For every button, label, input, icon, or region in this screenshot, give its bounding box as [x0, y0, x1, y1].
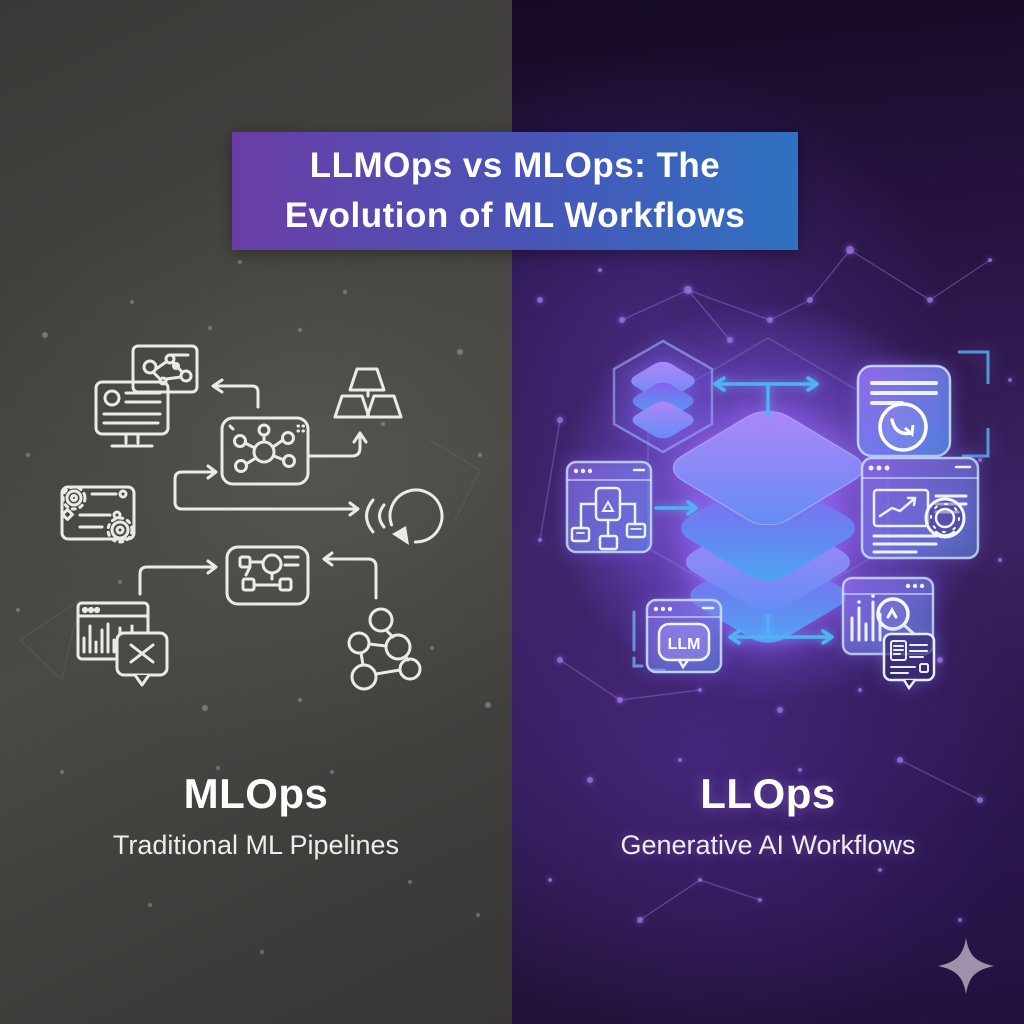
decor-dot [298, 698, 302, 702]
decor-dot [457, 349, 463, 355]
llmops-heading: LLOps [700, 770, 836, 817]
decor-dot [118, 580, 122, 584]
error-speech-bubble-icon [115, 631, 169, 687]
mlops-caption: MLOps Traditional ML Pipelines [0, 770, 512, 861]
decor-dot [978, 458, 982, 462]
decor-dot [937, 657, 943, 663]
decor-dot [798, 768, 802, 772]
decor-dot [619, 317, 625, 323]
llmops-flow-arrows [654, 376, 834, 645]
decor-dot [330, 770, 334, 774]
mlops-illustration [18, 344, 481, 691]
title-line-2: Evolution of ML Workflows [284, 196, 746, 235]
decor-dot [208, 326, 212, 330]
llm-badge-label: LLM [668, 636, 701, 653]
decor-dot [478, 453, 482, 457]
decor-dot [260, 950, 264, 954]
decor-dot [202, 705, 208, 711]
decor-dot [988, 258, 992, 262]
decor-dot [538, 538, 542, 542]
decor-dot [216, 766, 220, 770]
decor-dot [897, 757, 903, 763]
decor-dot [298, 328, 302, 332]
hub-network-card-icon [220, 416, 310, 486]
decor-dot [758, 898, 762, 902]
model-layer-stack-icon [672, 410, 864, 643]
mlops-flow-arrows [138, 378, 378, 600]
decor-dot [60, 770, 64, 774]
decor-dot [430, 646, 434, 650]
metrics-window-icon [860, 456, 980, 560]
decor-dot [858, 688, 862, 692]
decor-dot [927, 297, 933, 303]
decor-dot [678, 758, 682, 762]
gear-config-doc-icon [60, 485, 136, 544]
llm-chat-window-icon: LLM [632, 598, 723, 674]
decor-dot [16, 608, 20, 612]
decor-dot [130, 300, 134, 304]
llmops-caption: LLOps Generative AI Workflows [512, 770, 1024, 861]
decor-dot [777, 707, 783, 713]
ingot-stack-icon [333, 367, 403, 419]
decor-dot [767, 317, 773, 323]
user-flowchart-card-icon [225, 545, 310, 606]
llmops-subheading: Generative AI Workflows [620, 830, 916, 860]
decor-dot [807, 297, 813, 303]
decor-dot [537, 297, 543, 303]
history-card-icon [856, 350, 990, 458]
decor-dot [698, 878, 702, 882]
decor-dot [476, 913, 480, 917]
decor-dot [684, 286, 692, 294]
decor-dot [557, 417, 563, 423]
monitor-chart-icon [94, 380, 170, 448]
decor-dot [998, 558, 1002, 562]
decor-dot [977, 797, 983, 803]
mlops-subheading: Traditional ML Pipelines [112, 830, 400, 860]
decor-dot [548, 878, 552, 882]
decor-dot [42, 332, 48, 338]
decor-dot [598, 268, 602, 272]
decor-dot [617, 697, 623, 703]
decor-dot [343, 290, 347, 294]
decor-dot [381, 422, 385, 426]
decor-dot [408, 880, 412, 884]
title-line-1: LLMOps vs MLOps: The [309, 146, 721, 185]
decor-dot [958, 918, 962, 922]
decor-dot [846, 246, 854, 254]
decor-dot [637, 917, 643, 923]
decor-dot [238, 260, 242, 264]
decor-dot [557, 657, 563, 663]
title-banner: LLMOps vs MLOps: The Evolution of ML Wor… [232, 132, 798, 250]
graph-nodes-icon [347, 607, 422, 691]
decor-dot [878, 868, 882, 872]
mlops-heading: MLOps [183, 770, 329, 817]
flowchart-window-icon [565, 460, 653, 554]
decor-dot [698, 688, 702, 692]
decor-dot [485, 702, 491, 708]
hexagon-layer-stack-icon [612, 339, 714, 454]
decor-dot [26, 453, 30, 457]
decor-dot [587, 777, 593, 783]
llmops-illustration: LLM [539, 249, 991, 921]
retrain-loop-icon [365, 488, 444, 545]
sparkle-icon [938, 938, 994, 994]
decor-dot [727, 337, 733, 343]
decor-dot [148, 903, 152, 907]
decor-dot [1008, 378, 1012, 382]
molecule-card-icon [131, 344, 199, 394]
doc-speech-bubble-icon [882, 632, 936, 691]
